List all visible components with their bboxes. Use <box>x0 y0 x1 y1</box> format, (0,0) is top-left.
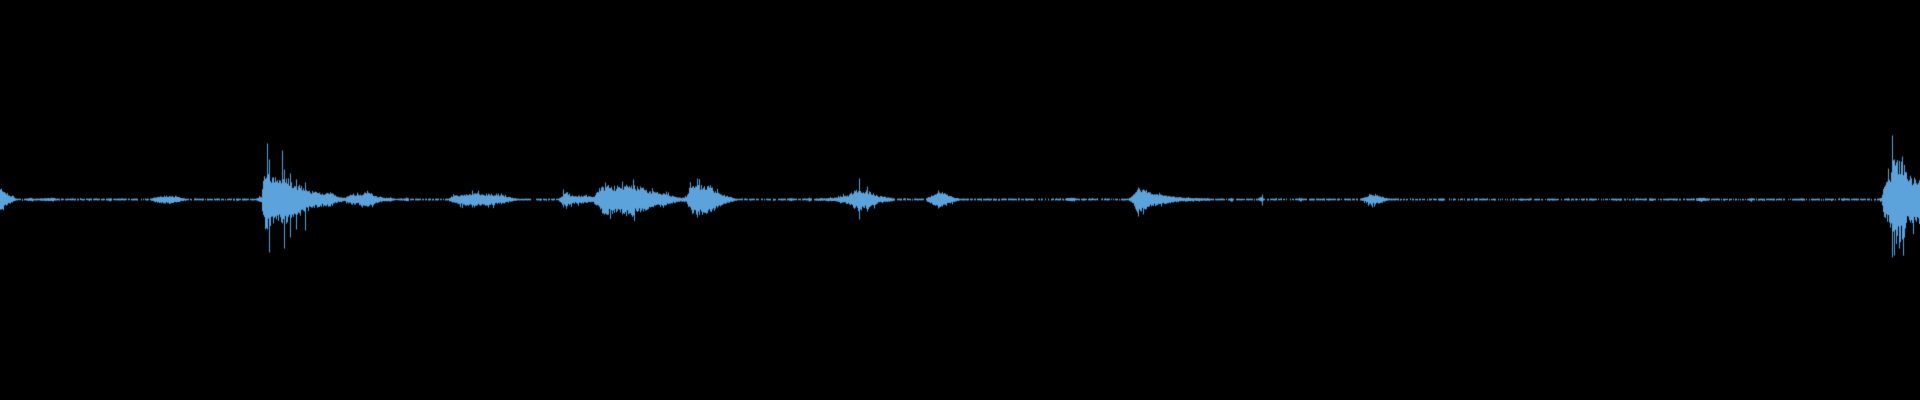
waveform-display <box>0 0 1920 400</box>
waveform-canvas <box>0 0 1920 400</box>
